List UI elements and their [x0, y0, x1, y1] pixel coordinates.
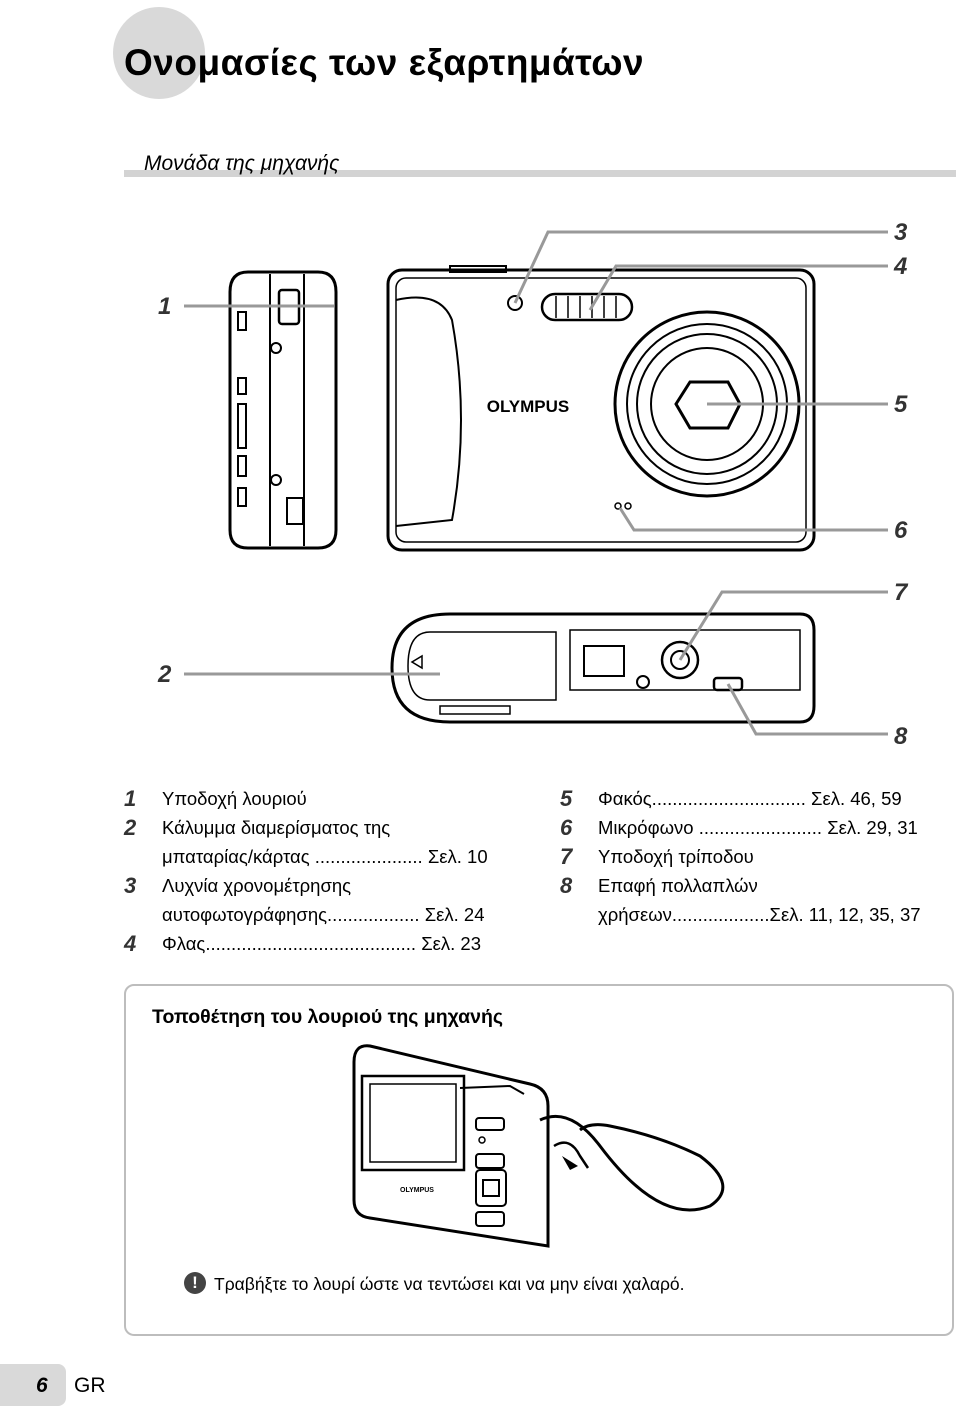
section-heading: Μονάδα της μηχανής: [144, 152, 340, 175]
legend-num: 1: [124, 786, 137, 811]
camera-front-view-icon: [386, 265, 816, 552]
legend-text: Υποδοχή λουριού: [162, 788, 307, 809]
section-underline: [124, 170, 956, 177]
legend-num: 4: [124, 931, 137, 956]
strap-camera-brand-logo: OLYMPUS: [400, 1187, 434, 1194]
camera-parts-diagram: OLYMPUS 1 2 3 4 5 6 7 8: [157, 219, 909, 750]
brand-logo: OLYMPUS: [487, 397, 570, 416]
leader-lines: [184, 230, 888, 736]
camera-bottom-view-icon: [390, 612, 816, 724]
legend-text: Κάλυμμα διαμερίσματος της: [162, 817, 391, 838]
strap-info-box: [124, 984, 954, 1336]
language-code: GR: [74, 1374, 106, 1397]
legend-text: Μικρόφωνο ........................ Σελ. …: [598, 817, 918, 838]
warning-icon: !: [184, 1272, 206, 1294]
title-decoration-icon: [113, 7, 205, 99]
camera-side-view-icon: [228, 270, 338, 550]
legend-num: 8: [560, 873, 573, 898]
legend-text: μπαταρίας/κάρτας ..................... Σ…: [162, 846, 488, 867]
callout-3: 3: [894, 219, 908, 246]
legend-text: Φλας....................................…: [162, 933, 482, 954]
warning-text: Τραβήξτε το λουρί ώστε να τεντώσει και ν…: [214, 1274, 685, 1294]
callout-8: 8: [894, 723, 908, 750]
legend-num: 5: [560, 786, 573, 811]
legend-text: χρήσεων...................Σελ. 11, 12, 3…: [598, 904, 921, 925]
legend-text: αυτοφωτογράφησης.................. Σελ. …: [162, 904, 485, 925]
page-number-tab: [0, 1364, 66, 1406]
legend-text: Φακός.............................. Σελ.…: [598, 788, 902, 809]
legend-text: Υποδοχή τρίποδου: [598, 846, 754, 867]
legend-num: 6: [560, 815, 573, 840]
legend-num: 2: [124, 815, 137, 840]
callout-1: 1: [158, 293, 171, 320]
callout-2: 2: [157, 661, 172, 688]
callout-7: 7: [894, 579, 909, 606]
camera-strap-illustration-icon: OLYMPUS: [352, 1044, 725, 1248]
page-title: Ονομασίες των εξαρτημάτων: [124, 42, 645, 83]
legend-num: 7: [560, 844, 573, 869]
legend-text: Λυχνία χρονομέτρησης: [162, 875, 352, 896]
callout-5: 5: [894, 391, 908, 418]
legend-num: 3: [124, 873, 137, 898]
strap-box-title: Τοποθέτηση του λουριού της μηχανής: [152, 1006, 504, 1028]
callout-6: 6: [894, 517, 908, 544]
callout-4: 4: [893, 253, 907, 280]
legend-text: Επαφή πολλαπλών: [598, 875, 758, 896]
page-number: 6: [36, 1374, 48, 1397]
